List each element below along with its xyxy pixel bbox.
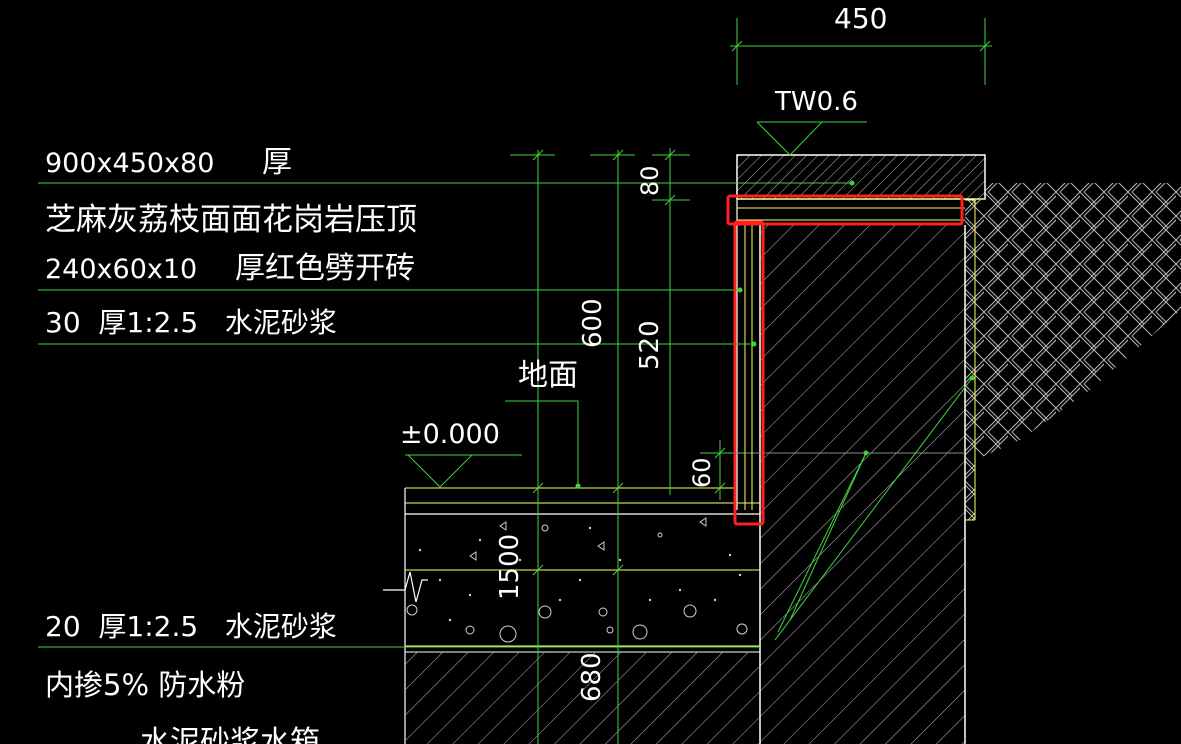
- wall-cladding: [736, 199, 753, 510]
- cutoff-label: 水泥砂浆水箱: [140, 725, 320, 744]
- dim-60: 60: [688, 457, 716, 488]
- dimension-lines: [510, 18, 992, 744]
- waterproof-label: 内掺5% 防水粉: [45, 668, 245, 702]
- dim-680: 680: [577, 652, 607, 702]
- ground-slab: [383, 487, 760, 744]
- brick-material-label: 厚红色劈开砖: [235, 251, 415, 286]
- dim-520: 520: [635, 320, 665, 370]
- wall-body: [740, 199, 976, 744]
- dim-1500: 1500: [495, 534, 525, 600]
- coping-material-label: 芝麻灰荔枝面面花岗岩压顶: [45, 202, 417, 238]
- coping-stone: [736, 154, 986, 221]
- drain-leader: [774, 375, 975, 641]
- elevation-markers: [405, 121, 867, 488]
- cladding-highlight: [733, 220, 765, 526]
- elevation-label: ±0.000: [400, 419, 500, 450]
- top-of-wall-label: TW0.6: [774, 87, 858, 117]
- soil-hatch: [965, 183, 1181, 520]
- highlight-boxes: [726, 194, 964, 526]
- coping-size-label: 900x450x80: [45, 148, 214, 179]
- text-labels: 900x450x80 厚 芝麻灰荔枝面面花岗岩压顶 240x60x10 厚红色劈…: [45, 87, 858, 744]
- mortar-top-label: 30 厚1:2.5 水泥砂浆: [45, 306, 337, 339]
- dim-600: 600: [578, 298, 608, 348]
- annotation-leaders: [38, 180, 855, 648]
- coping-thick-label: 厚: [262, 145, 292, 180]
- coping-highlight: [726, 194, 964, 226]
- dim-80: 80: [636, 165, 664, 196]
- brick-size-label: 240x60x10: [45, 254, 197, 285]
- ground-label: 地面: [518, 358, 578, 393]
- mortar-bottom-label: 20 厚1:2.5 水泥砂浆: [45, 610, 337, 643]
- dimension-texts: 450 80 600 520 60 1500 680: [495, 2, 887, 702]
- dim-450: 450: [834, 2, 887, 35]
